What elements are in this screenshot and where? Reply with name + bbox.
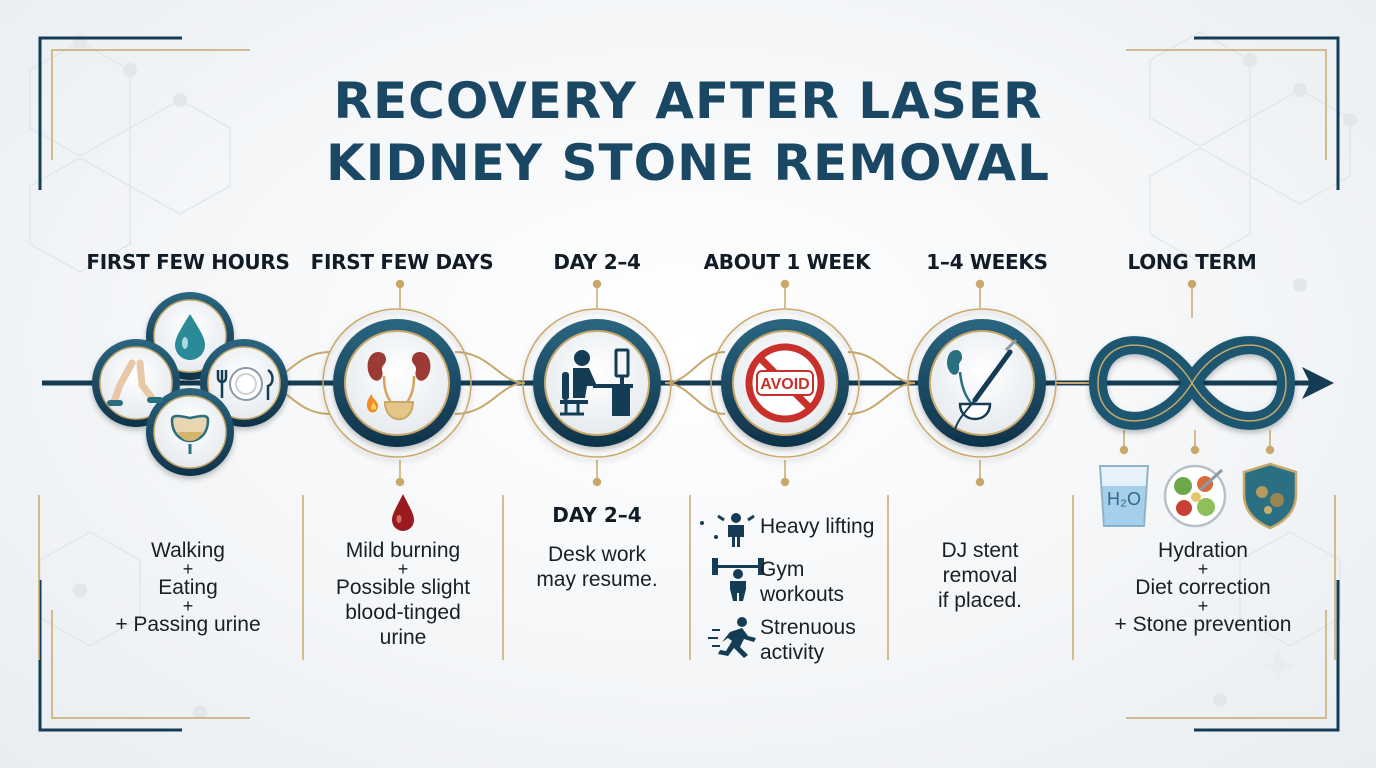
plus-sign: +	[1197, 559, 1209, 579]
stage-label-about-1-week: ABOUT 1 WEEK	[703, 250, 871, 274]
diet-plate-icon	[1163, 464, 1227, 528]
desc-line: Hydration	[1158, 539, 1248, 562]
desc-line: Mild burning	[345, 539, 461, 562]
avoid-item-text: workouts	[760, 583, 845, 606]
desc-line: if placed.	[937, 589, 1023, 612]
stage-6-description: Hydration + Diet correction + + Stone pr…	[1078, 538, 1328, 637]
sparkle-decoration	[1260, 648, 1296, 684]
avoid-sign-icon	[745, 343, 825, 423]
barbell-icon	[712, 558, 764, 601]
desc-line: urine	[379, 626, 427, 649]
water-glass-icon	[1098, 465, 1150, 527]
avoid-item-text: Heavy lifting	[760, 515, 875, 538]
page-title-line-1: RECOVERY AFTER LASER	[333, 72, 1043, 130]
column-dividers	[38, 495, 1336, 660]
stage-label-first-few-days: FIRST FEW DAYS	[310, 250, 494, 274]
stage-label-long-term: LONG TERM	[1127, 250, 1257, 274]
stage-5-description: DJ stent removal if placed.	[890, 538, 1070, 613]
walking-legs-icon	[107, 359, 163, 406]
plus-sign: +	[182, 596, 194, 616]
avoid-item-text: Gym	[760, 558, 805, 581]
desc-line: blood-tinged	[345, 601, 461, 624]
stage-label-1-4-weeks: 1–4 WEEKS	[926, 250, 1048, 274]
stage-label-day-2-4: DAY 2–4	[553, 250, 641, 274]
stent-removal-icon	[947, 338, 1018, 431]
desc-line: Walking	[151, 539, 225, 562]
desc-line: may resume.	[536, 568, 658, 591]
avoid-sign-label: AVOID	[760, 376, 809, 393]
desc-line: Diet correction	[1135, 576, 1271, 599]
water-drop-icon	[175, 314, 205, 360]
blood-drop-icon	[392, 494, 414, 531]
avoid-item-text: activity	[760, 641, 825, 664]
avoid-item-text: Strenuous	[760, 616, 856, 639]
desc-line: Possible slight	[335, 576, 471, 599]
desc-line: Desk work	[547, 543, 647, 566]
running-icon	[708, 617, 756, 658]
shield-icon	[1242, 462, 1298, 530]
desc-line: Eating	[158, 576, 218, 599]
water-glass-label: H₂O	[1107, 489, 1141, 509]
avoid-item-gym-workouts: Gym workouts	[760, 557, 844, 607]
bladder-icon	[170, 414, 210, 454]
avoid-item-strenuous-activity: Strenuous activity	[760, 615, 856, 665]
lifting-icon	[700, 513, 755, 547]
page-title-line-2: KIDNEY STONE REMOVAL	[326, 134, 1050, 192]
infinity-icon	[1088, 336, 1296, 430]
stage-2-description: Mild burning + Possible slight blood-tin…	[305, 538, 501, 650]
stage-1-description: Walking + Eating + + Passing urine	[88, 538, 288, 637]
avoid-item-heavy-lifting: Heavy lifting	[760, 514, 874, 539]
stage-label-first-few-hours: FIRST FEW HOURS	[86, 250, 290, 274]
stage-3-sub-heading: DAY 2–4	[552, 503, 642, 527]
desk-worker-icon	[560, 348, 633, 416]
desc-line: + Passing urine	[115, 613, 261, 636]
desc-line: removal	[942, 564, 1018, 587]
corner-frame	[38, 36, 1340, 732]
plus-sign: +	[1197, 596, 1209, 616]
desc-line: + Stone prevention	[1114, 613, 1292, 636]
kidney-burning-icon	[366, 352, 431, 421]
desc-line: DJ stent	[941, 539, 1019, 562]
stage-3-description: DAY 2–4 Desk work may resume.	[507, 503, 687, 592]
plus-sign: +	[182, 559, 194, 579]
plus-sign: +	[397, 559, 409, 579]
plate-utensils-icon	[216, 367, 274, 401]
